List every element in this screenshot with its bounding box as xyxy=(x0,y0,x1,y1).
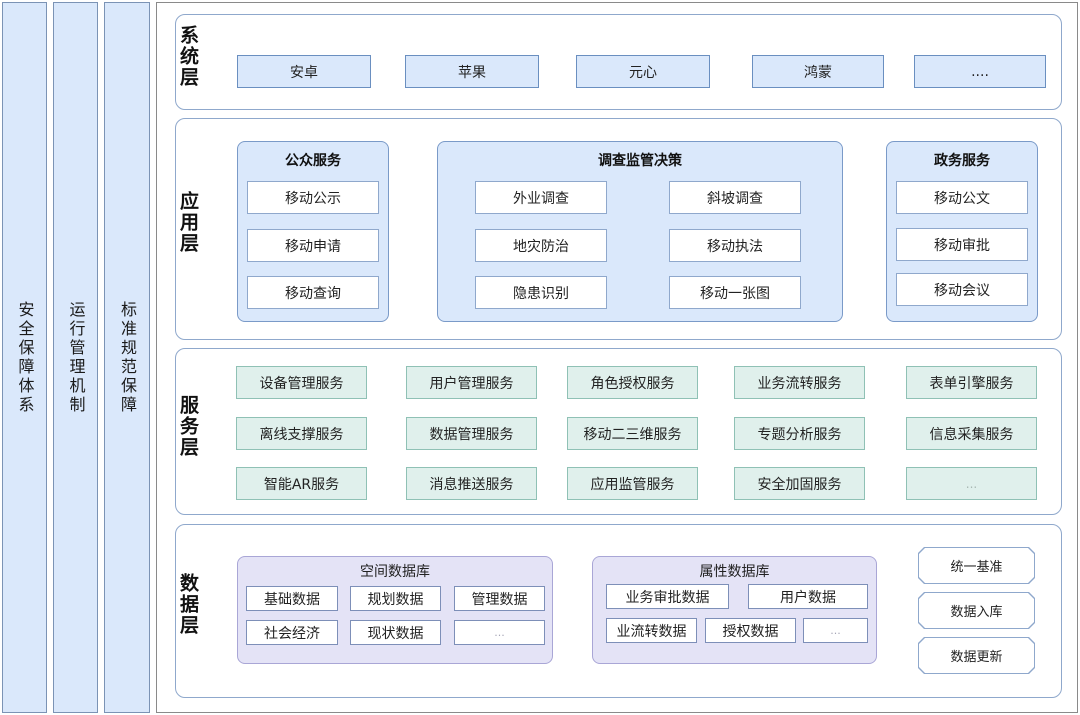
service-item: 表单引擎服务 xyxy=(906,366,1037,399)
layer-title: 应用层 xyxy=(177,191,199,254)
data-op-data-import: 数据入库 xyxy=(918,592,1035,629)
service-item: 智能AR服务 xyxy=(236,467,367,500)
service-item: 设备管理服务 xyxy=(236,366,367,399)
service-item: 应用监管服务 xyxy=(567,467,698,500)
pillar-operation-mechanism: 运行管理机制 xyxy=(53,2,98,713)
pillar-security-system: 安全保障体系 xyxy=(2,2,47,713)
data-item: 社会经济 xyxy=(246,620,338,645)
app-item: 移动公文 xyxy=(896,181,1028,214)
panel-title: 公众服务 xyxy=(285,153,341,169)
layer-title: 系统层 xyxy=(177,25,199,88)
service-item: 消息推送服务 xyxy=(406,467,537,500)
public-service-panel: 公众服务 移动公示 移动申请 移动查询 xyxy=(237,141,389,322)
service-item: ... xyxy=(906,467,1037,500)
app-item: 移动会议 xyxy=(896,273,1028,306)
attribute-database-panel: 属性数据库 业务审批数据 用户数据 业流转数据 授权数据 ... xyxy=(592,556,877,664)
app-item: 斜坡调查 xyxy=(669,181,801,214)
service-item: 数据管理服务 xyxy=(406,417,537,450)
service-item: 专题分析服务 xyxy=(734,417,865,450)
data-item: 管理数据 xyxy=(454,586,545,611)
data-item: 授权数据 xyxy=(705,618,796,643)
app-item: 移动申请 xyxy=(247,229,379,262)
app-item: 移动查询 xyxy=(247,276,379,309)
data-op-unified-benchmark: 统一基准 xyxy=(918,547,1035,584)
system-item: 元心 xyxy=(576,55,710,88)
service-item: 用户管理服务 xyxy=(406,366,537,399)
government-service-panel: 政务服务 移动公文 移动审批 移动会议 xyxy=(886,141,1038,322)
app-item: 移动审批 xyxy=(896,228,1028,261)
pillar-label: 安全保障体系 xyxy=(15,300,35,415)
application-layer: 应用层 公众服务 移动公示 移动申请 移动查询 调查监管决策 外业调查 斜坡调查… xyxy=(175,118,1062,340)
app-item: 隐患识别 xyxy=(475,276,607,309)
spatial-database-panel: 空间数据库 基础数据 规划数据 管理数据 社会经济 现状数据 ... xyxy=(237,556,553,664)
data-item: 业务审批数据 xyxy=(606,584,729,609)
app-item: 移动一张图 xyxy=(669,276,801,309)
service-item: 离线支撑服务 xyxy=(236,417,367,450)
data-layer: 数据层 空间数据库 基础数据 规划数据 管理数据 社会经济 现状数据 ... 属… xyxy=(175,524,1062,698)
pillar-standards-guarantee: 标准规范保障 xyxy=(104,2,150,713)
data-op-data-update: 数据更新 xyxy=(918,637,1035,674)
layer-title: 数据层 xyxy=(177,573,199,636)
panel-title: 政务服务 xyxy=(934,153,990,169)
service-item: 移动二三维服务 xyxy=(567,417,698,450)
data-item: 用户数据 xyxy=(748,584,868,609)
data-item: 业流转数据 xyxy=(606,618,697,643)
system-item: 鸿蒙 xyxy=(752,55,884,88)
layer-title: 服务层 xyxy=(177,395,199,458)
data-item: 基础数据 xyxy=(246,586,338,611)
app-item: 移动执法 xyxy=(669,229,801,262)
data-op-label: 数据更新 xyxy=(950,650,1003,665)
service-item: 角色授权服务 xyxy=(567,366,698,399)
system-item: .... xyxy=(914,55,1046,88)
system-item: 安卓 xyxy=(237,55,371,88)
data-item: ... xyxy=(454,620,545,645)
app-item: 外业调查 xyxy=(475,181,607,214)
service-item: 安全加固服务 xyxy=(734,467,865,500)
app-item: 移动公示 xyxy=(247,181,379,214)
data-item: 规划数据 xyxy=(350,586,441,611)
data-item: ... xyxy=(803,618,868,643)
pillar-label: 运行管理机制 xyxy=(66,300,86,415)
panel-title: 调查监管决策 xyxy=(598,153,682,169)
architecture-frame xyxy=(156,2,1078,713)
data-item: 现状数据 xyxy=(350,620,441,645)
system-item: 苹果 xyxy=(405,55,539,88)
service-layer: 服务层 设备管理服务 用户管理服务角色授权服务 业务流转服务 表单引擎服务离线支撑服务… xyxy=(175,348,1062,515)
data-op-label: 数据入库 xyxy=(950,605,1003,620)
pillar-label: 标准规范保障 xyxy=(118,300,137,415)
service-item: 业务流转服务 xyxy=(734,366,865,399)
survey-supervision-panel: 调查监管决策 外业调查 斜坡调查 地灾防治 移动执法 隐患识别 移动一张图 xyxy=(437,141,843,322)
panel-title: 空间数据库 xyxy=(360,564,430,580)
app-item: 地灾防治 xyxy=(475,229,607,262)
panel-title: 属性数据库 xyxy=(699,564,770,580)
service-item: 信息采集服务 xyxy=(906,417,1037,450)
system-layer: 系统层 安卓 苹果 元心 鸿蒙 .... xyxy=(175,14,1062,110)
data-op-label: 统一基准 xyxy=(950,560,1003,575)
